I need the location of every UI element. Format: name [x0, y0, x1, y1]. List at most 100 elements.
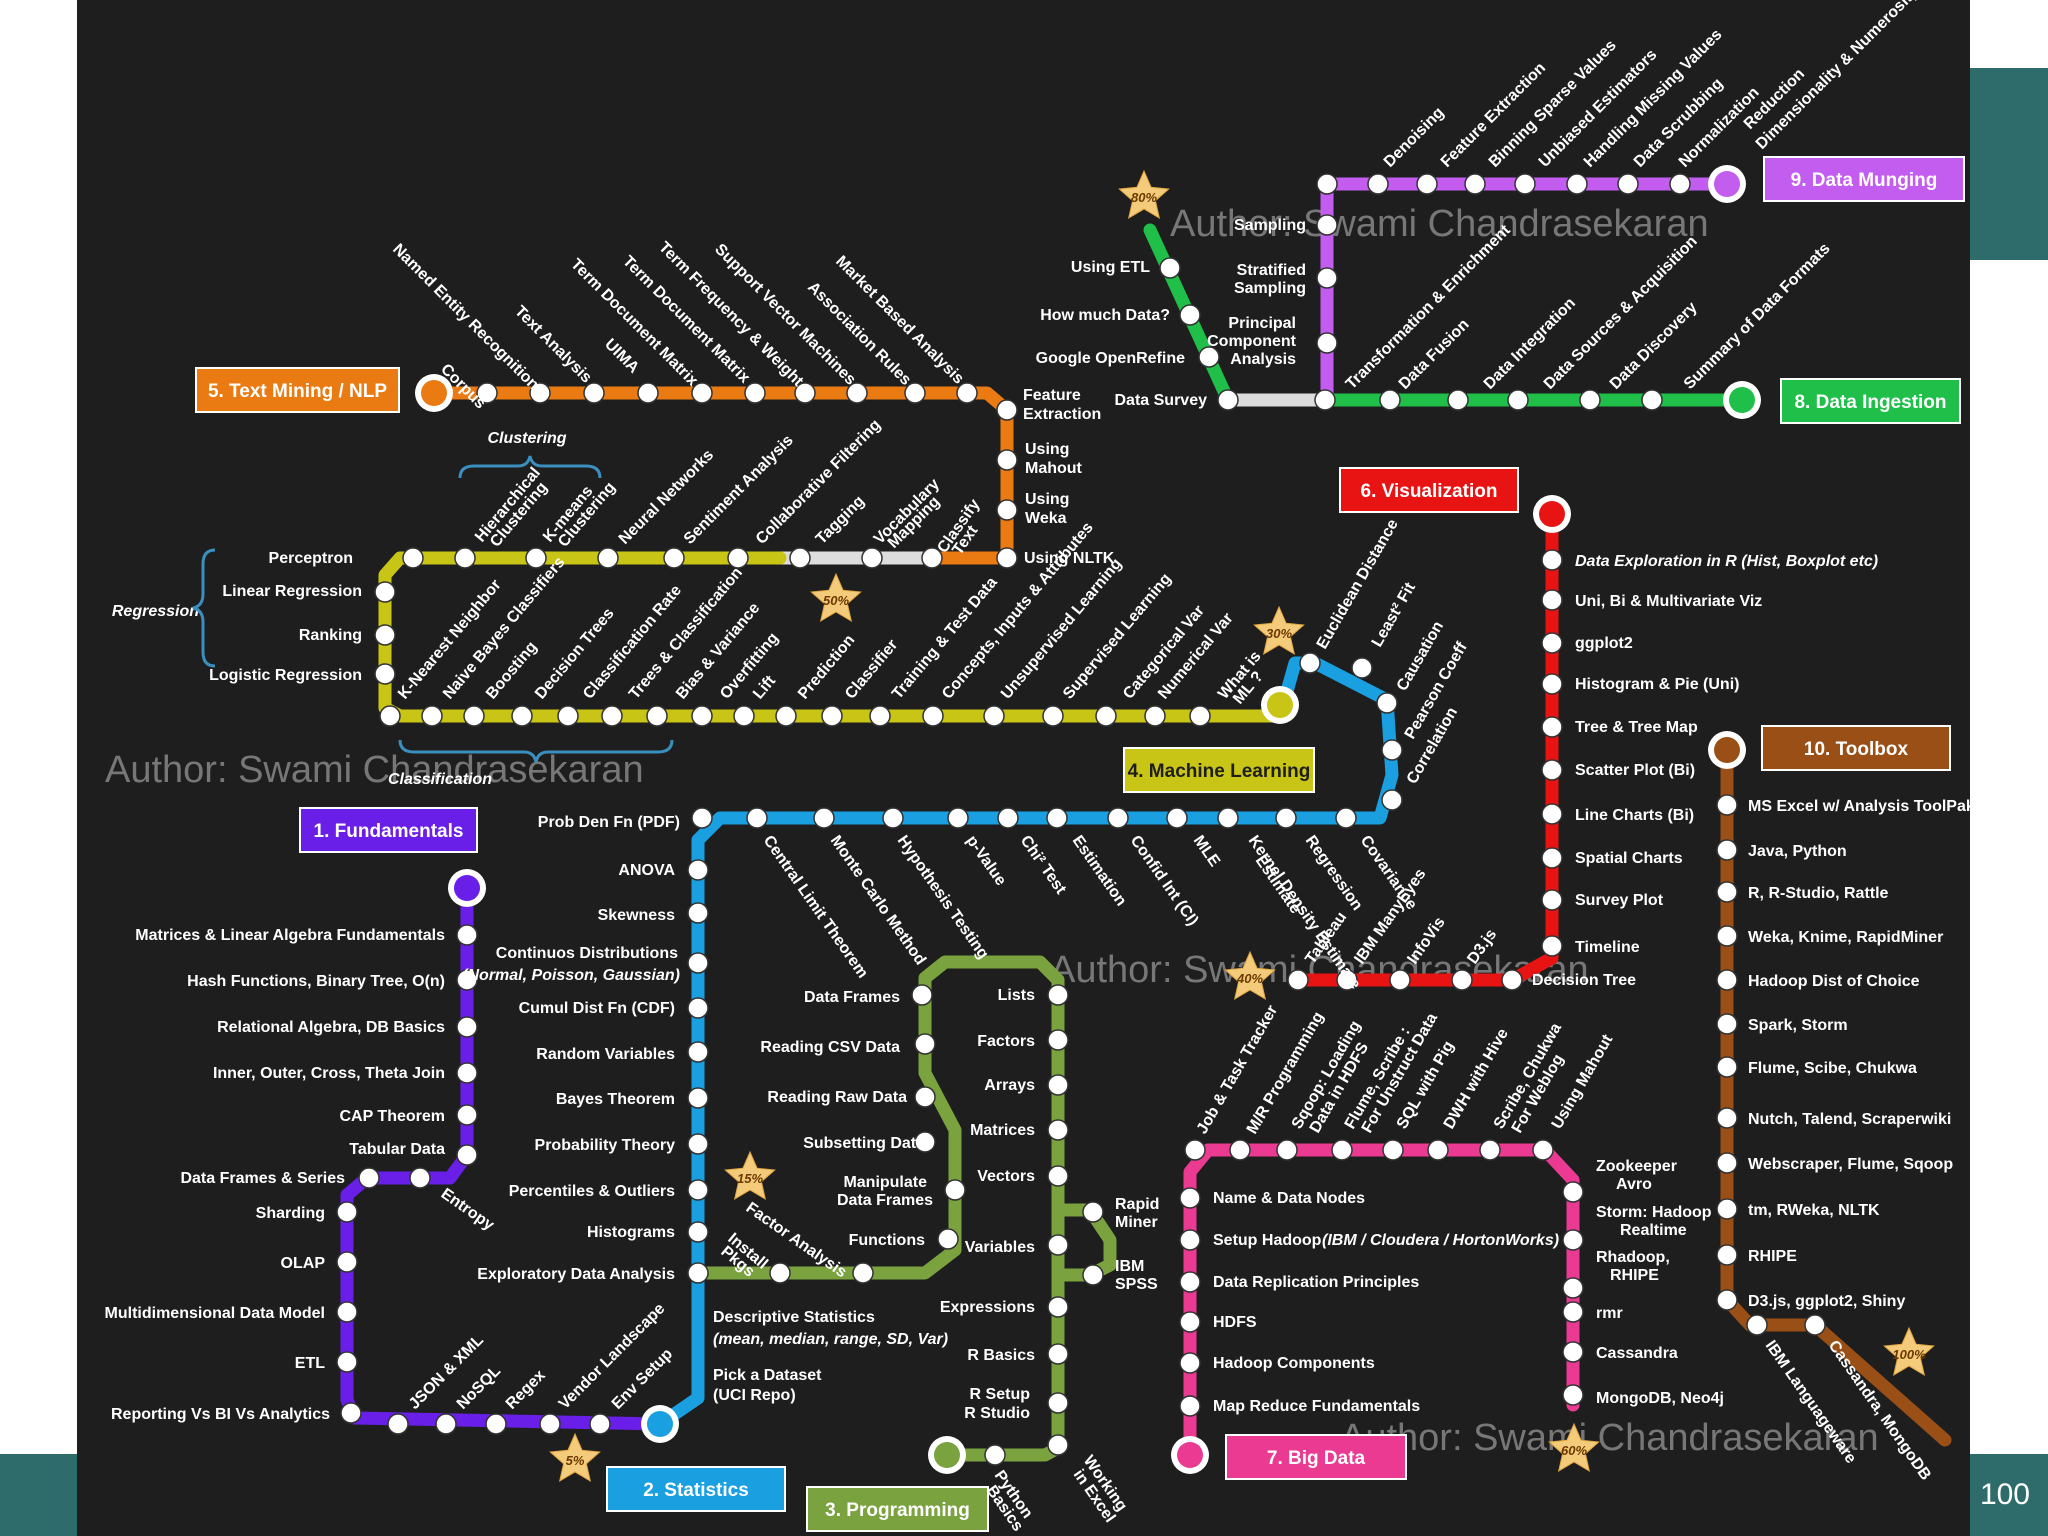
station-label: Using Mahout	[1549, 1031, 1617, 1132]
station-fundamentals	[336, 1301, 358, 1323]
station-toolbox	[1716, 1107, 1738, 1129]
station-data-ingestion	[1179, 304, 1201, 326]
station-label: Using	[1025, 441, 1069, 458]
station-statistics	[1351, 657, 1373, 679]
station-label: Rapid	[1115, 1196, 1159, 1213]
line-label-text-mining-label: 5. Text Mining / NLP	[208, 381, 387, 402]
station-programming	[1082, 1201, 1104, 1223]
station-data-munging	[1416, 173, 1438, 195]
station-machine-learning	[1042, 705, 1064, 727]
progress-star	[1883, 1326, 1935, 1377]
station-fundamentals	[336, 1251, 358, 1273]
station-label: Hadoop Components	[1213, 1355, 1375, 1372]
station-statistics	[687, 1087, 709, 1109]
line-label-fundamentals-label: 1. Fundamentals	[314, 821, 464, 842]
station-statistics	[691, 807, 713, 829]
line-label-toolbox-label: 10. Toolbox	[1804, 739, 1909, 760]
line-label-data-ingestion-label: 8. Data Ingestion	[1794, 392, 1946, 413]
station-label: ETL	[295, 1355, 325, 1372]
line-label-data-munging	[1763, 156, 1965, 202]
station-toolbox	[1804, 1314, 1826, 1336]
station-label: Entropy	[438, 1185, 497, 1234]
line-label-fundamentals	[299, 807, 478, 853]
station-programming	[1047, 1029, 1069, 1051]
station-statistics	[1299, 652, 1321, 674]
station-label: RHIPE	[1748, 1248, 1797, 1265]
station-label: Tabular Data	[349, 1141, 445, 1158]
station-machine-learning	[557, 705, 579, 727]
station-label: Dimensionality & Numerosity	[1753, 0, 1922, 153]
station-label: Avro	[1616, 1176, 1652, 1193]
station-data-munging	[1514, 173, 1536, 195]
station-label: Hash Functions, Binary Tree, O(n)	[187, 973, 445, 990]
station-visualization	[1501, 969, 1523, 991]
station-statistics	[687, 1262, 709, 1284]
station-text-mining	[744, 382, 766, 404]
station-label: Linear Regression	[222, 583, 362, 600]
progress-star-label: 30%	[1266, 626, 1292, 641]
station-label: Histogram & Pie (Uni)	[1575, 676, 1739, 693]
station-machine-learning	[646, 705, 668, 727]
station-label: R, R-Studio, Rattle	[1748, 885, 1889, 902]
station-label: Line Charts (Bi)	[1575, 807, 1694, 824]
station-text-mining	[476, 382, 498, 404]
station-label: Timeline	[1575, 939, 1640, 956]
station-visualization	[1389, 969, 1411, 991]
station-fundamentals	[456, 924, 478, 946]
station-statistics	[687, 902, 709, 924]
station-label: Rhadoop,	[1596, 1249, 1670, 1266]
station-fundamentals	[387, 1413, 409, 1435]
station-label: RHIPE	[1610, 1267, 1659, 1284]
station-label: Expressions	[940, 1299, 1035, 1316]
station-visualization	[1541, 889, 1563, 911]
station-programming	[1047, 1434, 1069, 1456]
station-big-data	[1179, 1352, 1201, 1374]
station-statistics	[1166, 807, 1188, 829]
station-visualization	[1541, 847, 1563, 869]
station-label: Using ETL	[1071, 259, 1150, 276]
progress-star	[1224, 950, 1276, 1001]
station-data-munging	[1367, 173, 1389, 195]
station-label: R Basics	[967, 1347, 1035, 1364]
station-label: Stratified	[1237, 262, 1306, 279]
progress-star-label: 5%	[566, 1453, 585, 1468]
station-label: Hadoop Dist of Choice	[1748, 973, 1920, 990]
station-label: Data Frames	[804, 989, 900, 1006]
station-text-mining	[904, 382, 926, 404]
station-machine-learning	[421, 705, 443, 727]
line-label-statistics	[606, 1466, 786, 1512]
station-visualization	[1541, 759, 1563, 781]
station-label: Prob Den Fn (PDF)	[538, 814, 680, 831]
station-machine-learning	[1095, 705, 1117, 727]
station-big-data	[1179, 1311, 1201, 1333]
terminal-big-data	[1177, 1442, 1203, 1468]
station-label: Variables	[965, 1239, 1035, 1256]
station-toolbox	[1716, 1013, 1738, 1035]
station-label: Spatial Charts	[1575, 850, 1683, 867]
station-label: Vectors	[977, 1168, 1035, 1185]
station-label: Continuos Distributions	[496, 945, 678, 962]
station-label: Regex	[503, 1367, 549, 1413]
watermark: Author: Swami Chandrasekaran	[1170, 203, 1709, 245]
station-label: Collaborative Filtering	[753, 416, 884, 547]
station-label: Tree & Tree Map	[1575, 719, 1698, 736]
station-label: Unsupervised Learning	[998, 555, 1125, 702]
station-label: Map Reduce Fundamentals	[1213, 1398, 1420, 1415]
station-label: Nutch, Talend, Scraperwiki	[1748, 1111, 1951, 1128]
station-label: Data Survey	[1115, 392, 1208, 409]
station-machine-learning	[454, 547, 476, 569]
station-text-mining	[996, 547, 1018, 569]
station-statistics	[1335, 807, 1357, 829]
station-label: Flume, Scibe, Chukwa	[1748, 1060, 1917, 1077]
station-big-data	[1179, 1395, 1201, 1417]
station-label: D3.js, ggplot2, Shiny	[1748, 1293, 1905, 1310]
station-programming	[1047, 1343, 1069, 1365]
station-fundamentals	[409, 1167, 431, 1189]
station-label: Lists	[998, 987, 1035, 1004]
station-label: Histograms	[587, 1224, 675, 1241]
station-label: Extraction	[1023, 406, 1101, 423]
station-data-ingestion	[1447, 389, 1469, 411]
station-big-data	[1276, 1139, 1298, 1161]
station-programming	[852, 1262, 874, 1284]
station-statistics	[746, 807, 768, 829]
